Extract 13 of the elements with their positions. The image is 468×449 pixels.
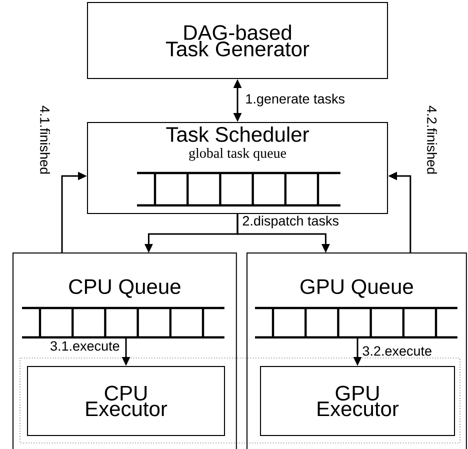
edge-label: 3.2.execute (361, 345, 433, 357)
queue-drawing (254, 306, 458, 338)
edge-label: 3.1.execute (49, 340, 121, 352)
scheduler-box: Task Scheduler global task queue (87, 122, 388, 214)
executor-box: CPU Executor (27, 366, 225, 436)
edge-label: 4.1.finished (39, 104, 51, 176)
queue-drawing (136, 172, 342, 206)
generator-box: DAG-based Task Generator (87, 2, 388, 79)
executor-box: GPU Executor (260, 366, 455, 436)
edge-label: 4.2.finished (426, 104, 438, 176)
edge-label: 1.generate tasks (244, 92, 346, 108)
queue-drawing (20, 306, 226, 338)
edge-label: 2.dispatch tasks (241, 214, 340, 230)
